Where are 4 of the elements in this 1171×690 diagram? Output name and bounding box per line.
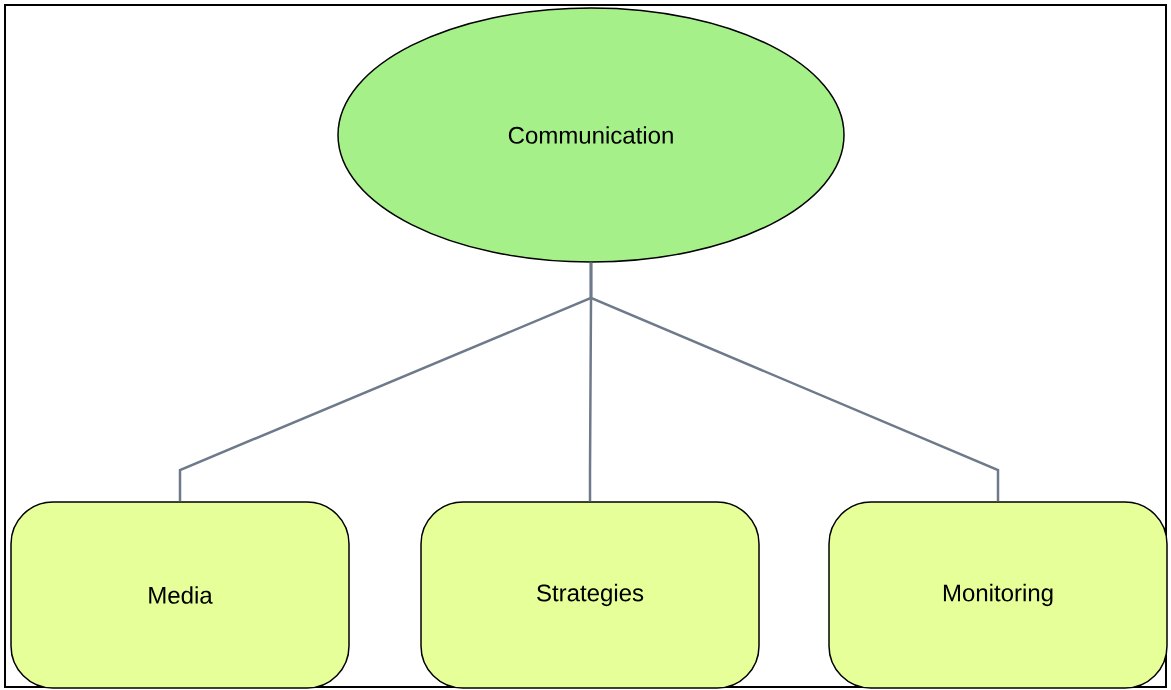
subtopic-box: Monitoring xyxy=(828,501,1168,689)
subtopic-box: Strategies xyxy=(420,501,760,689)
subtopic-box: Media xyxy=(10,501,350,689)
connector-line xyxy=(589,262,1000,502)
